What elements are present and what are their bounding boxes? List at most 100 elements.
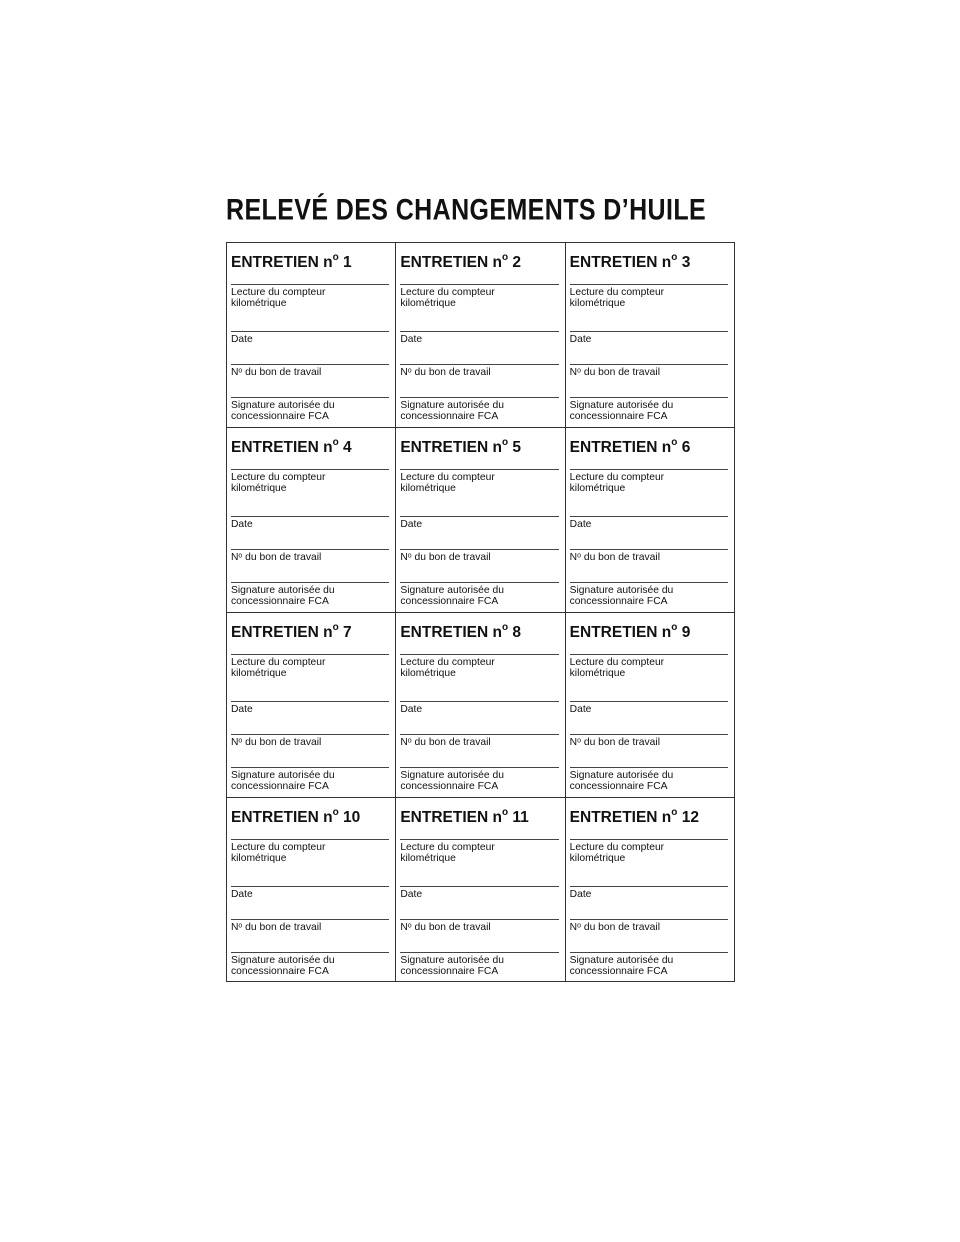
entry-title-prefix: ENTRETIEN n	[569, 254, 672, 271]
date-field[interactable]: Date	[569, 516, 728, 542]
odometer-label-line-2: kilométrique	[400, 482, 456, 494]
work-order-label: Nᵒ du bon de travail	[231, 922, 322, 933]
odometer-label-line-1: Lecture du compteur	[569, 287, 665, 298]
entry-number: 10	[338, 809, 361, 826]
service-entry-cell: ENTRETIEN no 7 Lecture du compteur kilom…	[225, 612, 397, 798]
signature-label-line-2: concessionnaire FCA	[231, 780, 329, 792]
dealer-signature-field[interactable]: Signature autorisée du concessionnaire F…	[231, 952, 390, 980]
work-order-number-field[interactable]: Nᵒ du bon de travail	[400, 734, 559, 760]
signature-label-line-1: Signature autorisée du	[569, 770, 674, 781]
odometer-reading-field[interactable]: Lecture du compteur kilométrique	[231, 839, 390, 881]
service-entry-title: ENTRETIEN no 1	[231, 252, 389, 278]
entry-title-superscript: o	[671, 252, 678, 263]
odometer-label-line-2: kilométrique	[400, 667, 456, 679]
date-field[interactable]: Date	[569, 886, 728, 912]
dealer-signature-field[interactable]: Signature autorisée du concessionnaire F…	[569, 582, 728, 610]
work-order-number-field[interactable]: Nᵒ du bon de travail	[569, 919, 728, 945]
entry-title-superscript: o	[501, 437, 509, 448]
odometer-reading-field[interactable]: Lecture du compteur kilométrique	[400, 839, 559, 881]
date-field[interactable]: Date	[400, 886, 559, 912]
date-field[interactable]: Date	[231, 331, 390, 357]
odometer-reading-field[interactable]: Lecture du compteur kilométrique	[400, 469, 559, 511]
dealer-signature-field[interactable]: Signature autorisée du concessionnaire F…	[231, 397, 390, 425]
service-entry-title: ENTRETIEN no 12	[570, 807, 728, 833]
table-row: ENTRETIEN no 1 Lecture du compteur kilom…	[225, 242, 736, 428]
work-order-label: Nᵒ du bon de travail	[231, 367, 322, 378]
entry-title-superscript: o	[501, 622, 509, 633]
odometer-label-line-1: Lecture du compteur	[569, 657, 665, 668]
dealer-signature-field[interactable]: Signature autorisée du concessionnaire F…	[569, 767, 728, 795]
signature-label-line-1: Signature autorisée du	[400, 400, 504, 411]
work-order-number-field[interactable]: Nᵒ du bon de travail	[231, 734, 390, 760]
work-order-number-field[interactable]: Nᵒ du bon de travail	[400, 549, 559, 575]
odometer-label-line-1: Lecture du compteur	[231, 657, 326, 668]
dealer-signature-field[interactable]: Signature autorisée du concessionnaire F…	[400, 582, 559, 610]
entry-title-prefix: ENTRETIEN n	[400, 254, 502, 271]
work-order-number-field[interactable]: Nᵒ du bon de travail	[400, 364, 559, 390]
work-order-label: Nᵒ du bon de travail	[569, 367, 660, 378]
odometer-reading-field[interactable]: Lecture du compteur kilométrique	[569, 469, 728, 511]
dealer-signature-field[interactable]: Signature autorisée du concessionnaire F…	[400, 397, 559, 425]
service-entry-title: ENTRETIEN no 8	[400, 622, 558, 648]
odometer-reading-field[interactable]: Lecture du compteur kilométrique	[569, 839, 728, 881]
odometer-label-line-1: Lecture du compteur	[231, 472, 326, 483]
date-field[interactable]: Date	[569, 331, 728, 357]
odometer-reading-field[interactable]: Lecture du compteur kilométrique	[400, 284, 559, 326]
date-field[interactable]: Date	[231, 516, 390, 542]
dealer-signature-field[interactable]: Signature autorisée du concessionnaire F…	[569, 397, 728, 425]
odometer-label-line-2: kilométrique	[400, 297, 456, 309]
odometer-label-line-1: Lecture du compteur	[400, 472, 495, 483]
signature-label-line-2: concessionnaire FCA	[569, 410, 668, 422]
odometer-label-line-1: Lecture du compteur	[400, 657, 495, 668]
entry-title-superscript: o	[671, 622, 678, 633]
signature-label-line-1: Signature autorisée du	[569, 585, 674, 596]
dealer-signature-field[interactable]: Signature autorisée du concessionnaire F…	[569, 952, 728, 980]
service-entry-cell: ENTRETIEN no 12 Lecture du compteur kilo…	[564, 797, 736, 982]
odometer-reading-field[interactable]: Lecture du compteur kilométrique	[400, 654, 559, 696]
odometer-label-line-1: Lecture du compteur	[231, 842, 326, 853]
dealer-signature-field[interactable]: Signature autorisée du concessionnaire F…	[400, 767, 559, 795]
work-order-number-field[interactable]: Nᵒ du bon de travail	[569, 734, 728, 760]
odometer-reading-field[interactable]: Lecture du compteur kilométrique	[569, 654, 728, 696]
date-field[interactable]: Date	[400, 331, 559, 357]
service-entry-cell: ENTRETIEN no 5 Lecture du compteur kilom…	[395, 427, 566, 613]
date-field[interactable]: Date	[231, 886, 390, 912]
dealer-signature-field[interactable]: Signature autorisée du concessionnaire F…	[400, 952, 559, 980]
table-row: ENTRETIEN no 4 Lecture du compteur kilom…	[225, 427, 736, 613]
entry-title-prefix: ENTRETIEN n	[569, 809, 672, 826]
service-entry-title: ENTRETIEN no 2	[400, 252, 558, 278]
work-order-number-field[interactable]: Nᵒ du bon de travail	[231, 549, 390, 575]
odometer-label-line-2: kilométrique	[569, 667, 626, 679]
date-label: Date	[569, 704, 592, 715]
date-field[interactable]: Date	[400, 701, 559, 727]
work-order-number-field[interactable]: Nᵒ du bon de travail	[569, 549, 728, 575]
date-field[interactable]: Date	[231, 701, 390, 727]
odometer-reading-field[interactable]: Lecture du compteur kilométrique	[231, 654, 390, 696]
service-entry-title: ENTRETIEN no 10	[231, 807, 389, 833]
odometer-label-line-2: kilométrique	[569, 297, 626, 309]
service-entry-title: ENTRETIEN no 3	[570, 252, 728, 278]
dealer-signature-field[interactable]: Signature autorisée du concessionnaire F…	[231, 767, 390, 795]
work-order-number-field[interactable]: Nᵒ du bon de travail	[231, 364, 390, 390]
signature-label-line-2: concessionnaire FCA	[400, 780, 499, 792]
signature-label-line-2: concessionnaire FCA	[569, 965, 668, 977]
date-label: Date	[400, 889, 423, 900]
odometer-reading-field[interactable]: Lecture du compteur kilométrique	[569, 284, 728, 326]
work-order-number-field[interactable]: Nᵒ du bon de travail	[569, 364, 728, 390]
date-field[interactable]: Date	[569, 701, 728, 727]
work-order-label: Nᵒ du bon de travail	[400, 552, 491, 563]
work-order-label: Nᵒ du bon de travail	[231, 737, 322, 748]
page-title: RELEVÉ DES CHANGEMENTS D’HUILE	[226, 193, 707, 227]
odometer-reading-field[interactable]: Lecture du compteur kilométrique	[231, 469, 390, 511]
odometer-label-line-2: kilométrique	[231, 297, 287, 309]
date-field[interactable]: Date	[400, 516, 559, 542]
dealer-signature-field[interactable]: Signature autorisée du concessionnaire F…	[231, 582, 390, 610]
signature-label-line-2: concessionnaire FCA	[569, 780, 668, 792]
work-order-number-field[interactable]: Nᵒ du bon de travail	[400, 919, 559, 945]
service-entry-cell: ENTRETIEN no 9 Lecture du compteur kilom…	[564, 612, 736, 798]
work-order-number-field[interactable]: Nᵒ du bon de travail	[231, 919, 390, 945]
odometer-reading-field[interactable]: Lecture du compteur kilométrique	[231, 284, 390, 326]
signature-label-line-1: Signature autorisée du	[569, 400, 674, 411]
entry-title-superscript: o	[501, 252, 509, 263]
service-entry-title: ENTRETIEN no 11	[400, 807, 558, 833]
